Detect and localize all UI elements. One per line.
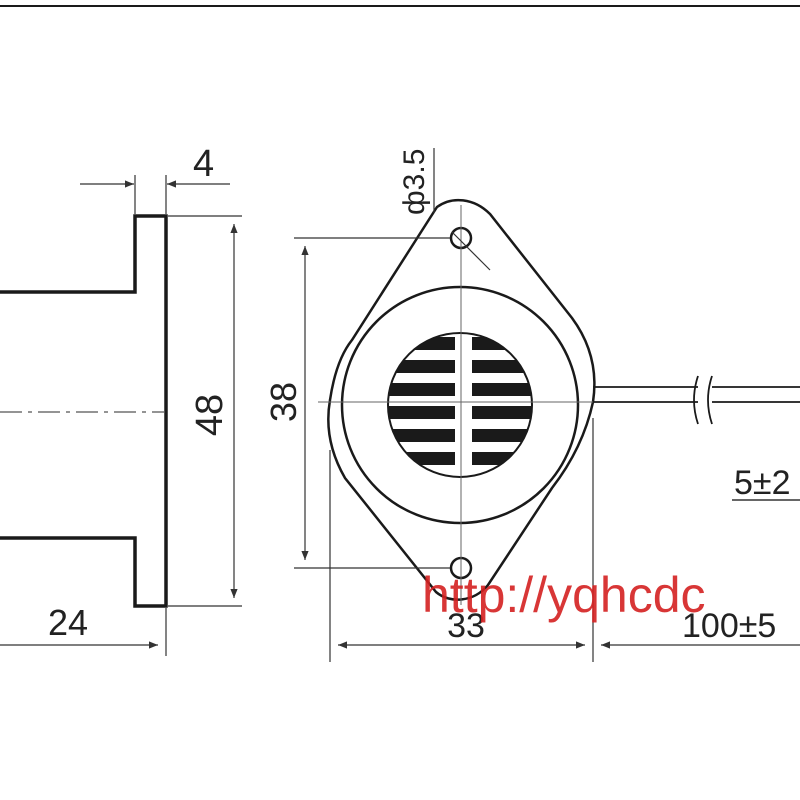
dim-flange-thickness-label: 4 bbox=[193, 143, 214, 185]
dim-hole-diameter-label: ф3.5 bbox=[398, 149, 431, 215]
dim-body-length-label: 24 bbox=[48, 602, 88, 643]
dim-body-width-label: 33 bbox=[447, 607, 485, 645]
side-view-outline bbox=[0, 214, 168, 608]
dim-lead-strip-label: 5±2 bbox=[734, 464, 790, 502]
dim-body-height-label: 38 bbox=[263, 382, 304, 422]
buzzer-body-circle bbox=[340, 285, 580, 525]
mounting-flange-outline bbox=[327, 198, 596, 601]
dim-flange-thickness bbox=[80, 175, 230, 214]
dim-body-height bbox=[294, 237, 450, 569]
watermark-text: http://yqhcdc bbox=[422, 567, 706, 623]
dim-body-length bbox=[0, 608, 167, 656]
dim-lead-length-label: 100±5 bbox=[682, 607, 776, 645]
dim-hole-diameter bbox=[433, 148, 491, 271]
sound-grille bbox=[387, 332, 533, 478]
dim-flange-height-label: 48 bbox=[189, 394, 231, 436]
lead-wires bbox=[593, 375, 800, 425]
dim-body-width bbox=[329, 418, 594, 662]
dim-flange-height bbox=[168, 215, 242, 607]
front-view: ф3.5 38 33 100±5 5±2 bbox=[263, 148, 800, 662]
side-view: 4 48 24 bbox=[0, 143, 242, 656]
